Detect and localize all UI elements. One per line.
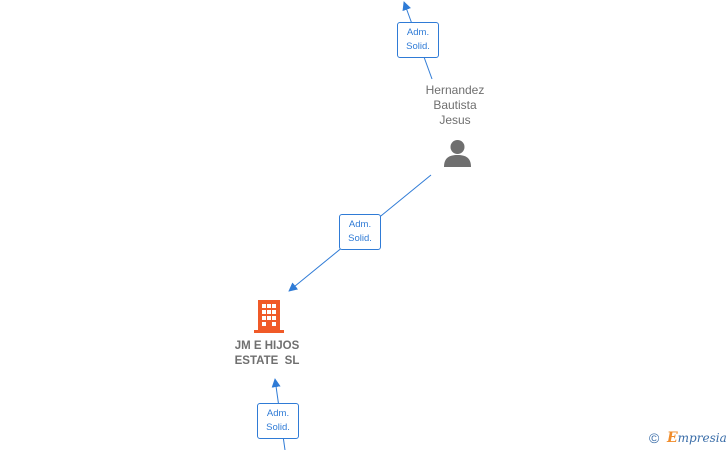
edge-label-top[interactable]: Adm. Solid. bbox=[397, 22, 439, 58]
person-node-name[interactable]: Hernandez Bautista Jesus bbox=[400, 83, 510, 128]
edge-label-middle[interactable]: Adm. Solid. bbox=[339, 214, 381, 250]
edge-label-top-line1: Adm. bbox=[406, 27, 430, 38]
copyright-icon: © bbox=[649, 430, 660, 446]
person-name-line1: Hernandez bbox=[425, 83, 485, 97]
company-node-name[interactable]: JM E HIJOS ESTATE SL bbox=[202, 339, 332, 369]
edge-label-middle-line1: Adm. bbox=[348, 219, 372, 230]
brand-logo-initial: E bbox=[667, 430, 678, 446]
person-name-line3: Jesus bbox=[439, 113, 471, 127]
person-icon[interactable] bbox=[443, 139, 472, 168]
edge-label-bottom-line1: Adm. bbox=[266, 408, 290, 419]
edge-label-top-line2: Solid. bbox=[406, 41, 430, 52]
brand-logo: Empresia bbox=[667, 430, 727, 446]
edge-label-bottom[interactable]: Adm. Solid. bbox=[257, 403, 299, 439]
company-name-line1: JM E HIJOS bbox=[234, 340, 300, 352]
person-name-line2: Bautista bbox=[433, 98, 477, 112]
brand-logo-text: mpresia bbox=[677, 431, 727, 445]
edge-label-bottom-line2: Solid. bbox=[266, 422, 290, 433]
edge-label-middle-line2: Solid. bbox=[348, 233, 372, 244]
building-icon[interactable] bbox=[254, 299, 284, 333]
company-name-line2: ESTATE SL bbox=[234, 355, 300, 367]
